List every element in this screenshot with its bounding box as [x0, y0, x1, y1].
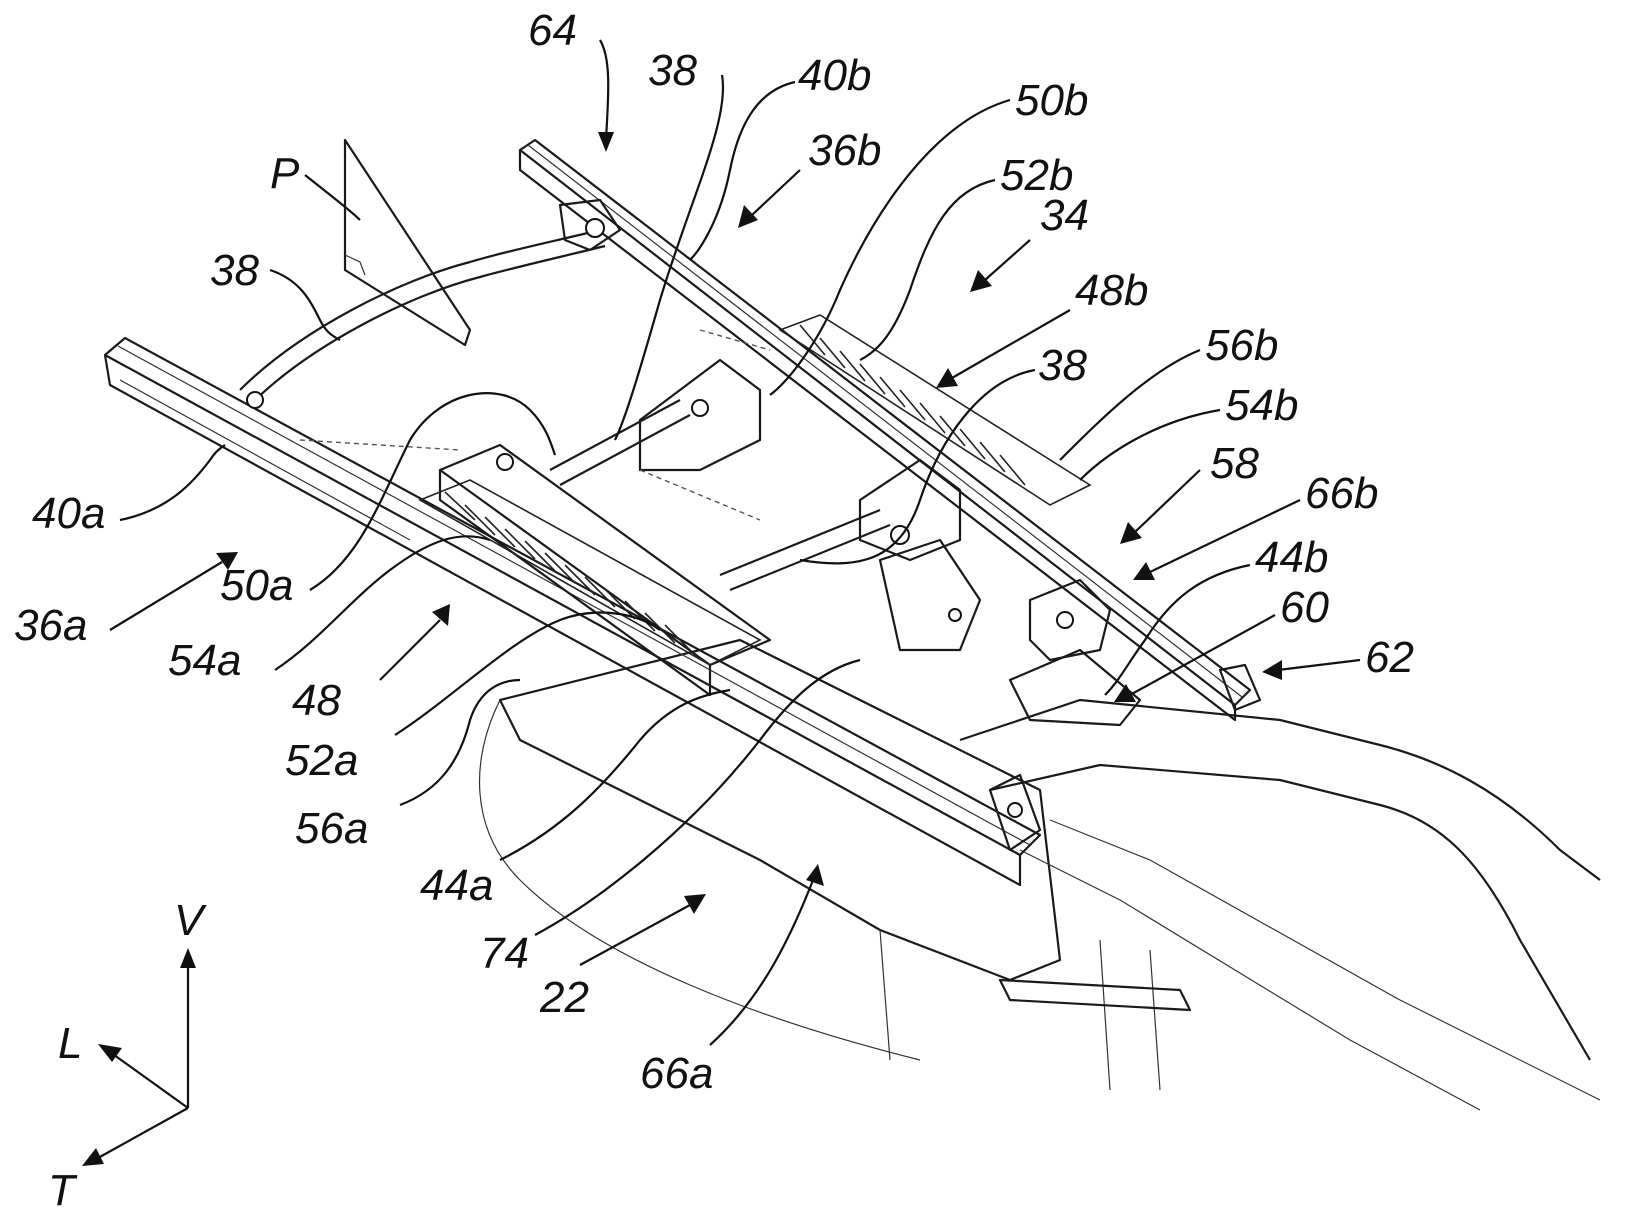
reference-labels: 64 38 40b 50b 36b 52b P 34 38 48b 56b 38… [14, 6, 1414, 1098]
label-36a: 36a [14, 601, 87, 650]
label-48: 48 [292, 676, 341, 725]
rear-beam-40b [520, 140, 1250, 720]
plane-P [345, 140, 470, 345]
label-36b: 36b [808, 126, 881, 175]
axis-label-v: V [174, 896, 207, 945]
label-52a: 52a [285, 736, 358, 785]
label-64: 64 [528, 6, 577, 55]
label-66a: 66a [640, 1049, 713, 1098]
label-44a: 44a [420, 861, 493, 910]
label-48b: 48b [1075, 266, 1148, 315]
label-62: 62 [1365, 633, 1414, 682]
label-66b: 66b [1305, 469, 1378, 518]
label-56b: 56b [1205, 321, 1278, 370]
curved-link-38 [240, 200, 620, 408]
label-34: 34 [1040, 191, 1089, 240]
label-38-mid: 38 [1038, 341, 1087, 390]
label-40b: 40b [798, 51, 871, 100]
label-58: 58 [1210, 439, 1259, 488]
lower-frame [480, 640, 1600, 1110]
label-54a: 54a [168, 636, 241, 685]
label-44b: 44b [1255, 533, 1328, 582]
axis-label-t: T [48, 1166, 78, 1214]
axis-triad: V L T [48, 896, 207, 1214]
axis-label-l: L [58, 1019, 82, 1068]
label-P: P [270, 149, 300, 198]
label-50b: 50b [1015, 76, 1088, 125]
label-22: 22 [539, 973, 589, 1022]
label-56a: 56a [295, 804, 368, 853]
label-38-top: 38 [648, 46, 697, 95]
label-40a: 40a [32, 489, 105, 538]
label-50a: 50a [220, 561, 293, 610]
label-74: 74 [480, 929, 529, 978]
central-carriage [300, 315, 1260, 850]
label-60: 60 [1280, 583, 1329, 632]
label-38-left: 38 [210, 246, 259, 295]
label-54b: 54b [1225, 381, 1298, 430]
